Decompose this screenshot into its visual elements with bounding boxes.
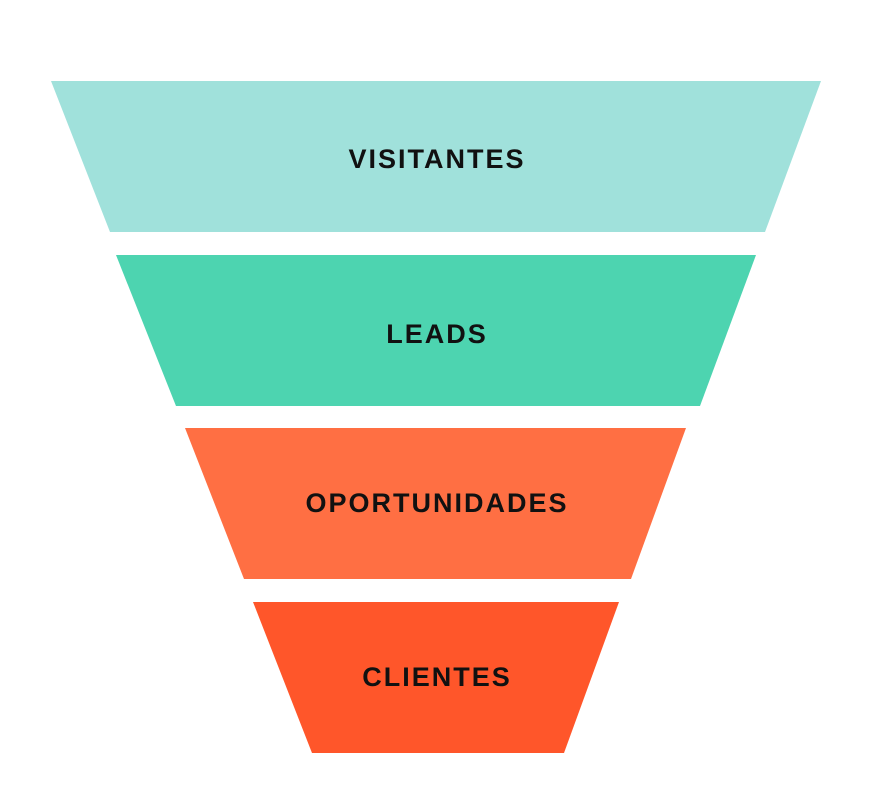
funnel-stage-clientes-label: CLIENTES [362, 662, 512, 692]
funnel-stage-visitantes: VISITANTES [51, 81, 821, 232]
funnel-stage-oportunidades: OPORTUNIDADES [185, 428, 686, 579]
funnel-stage-clientes-shape [253, 602, 619, 753]
funnel-stage-leads-label: LEADS [386, 319, 488, 349]
funnel-stage-clientes: CLIENTES [253, 602, 619, 753]
funnel-stage-visitantes-shape [51, 81, 821, 232]
funnel-stage-visitantes-label: VISITANTES [348, 144, 525, 174]
funnel-stage-oportunidades-label: OPORTUNIDADES [305, 488, 568, 518]
funnel-stage-leads: LEADS [116, 255, 756, 406]
funnel-stage-oportunidades-shape [185, 428, 686, 579]
funnel-stage-leads-shape [116, 255, 756, 406]
